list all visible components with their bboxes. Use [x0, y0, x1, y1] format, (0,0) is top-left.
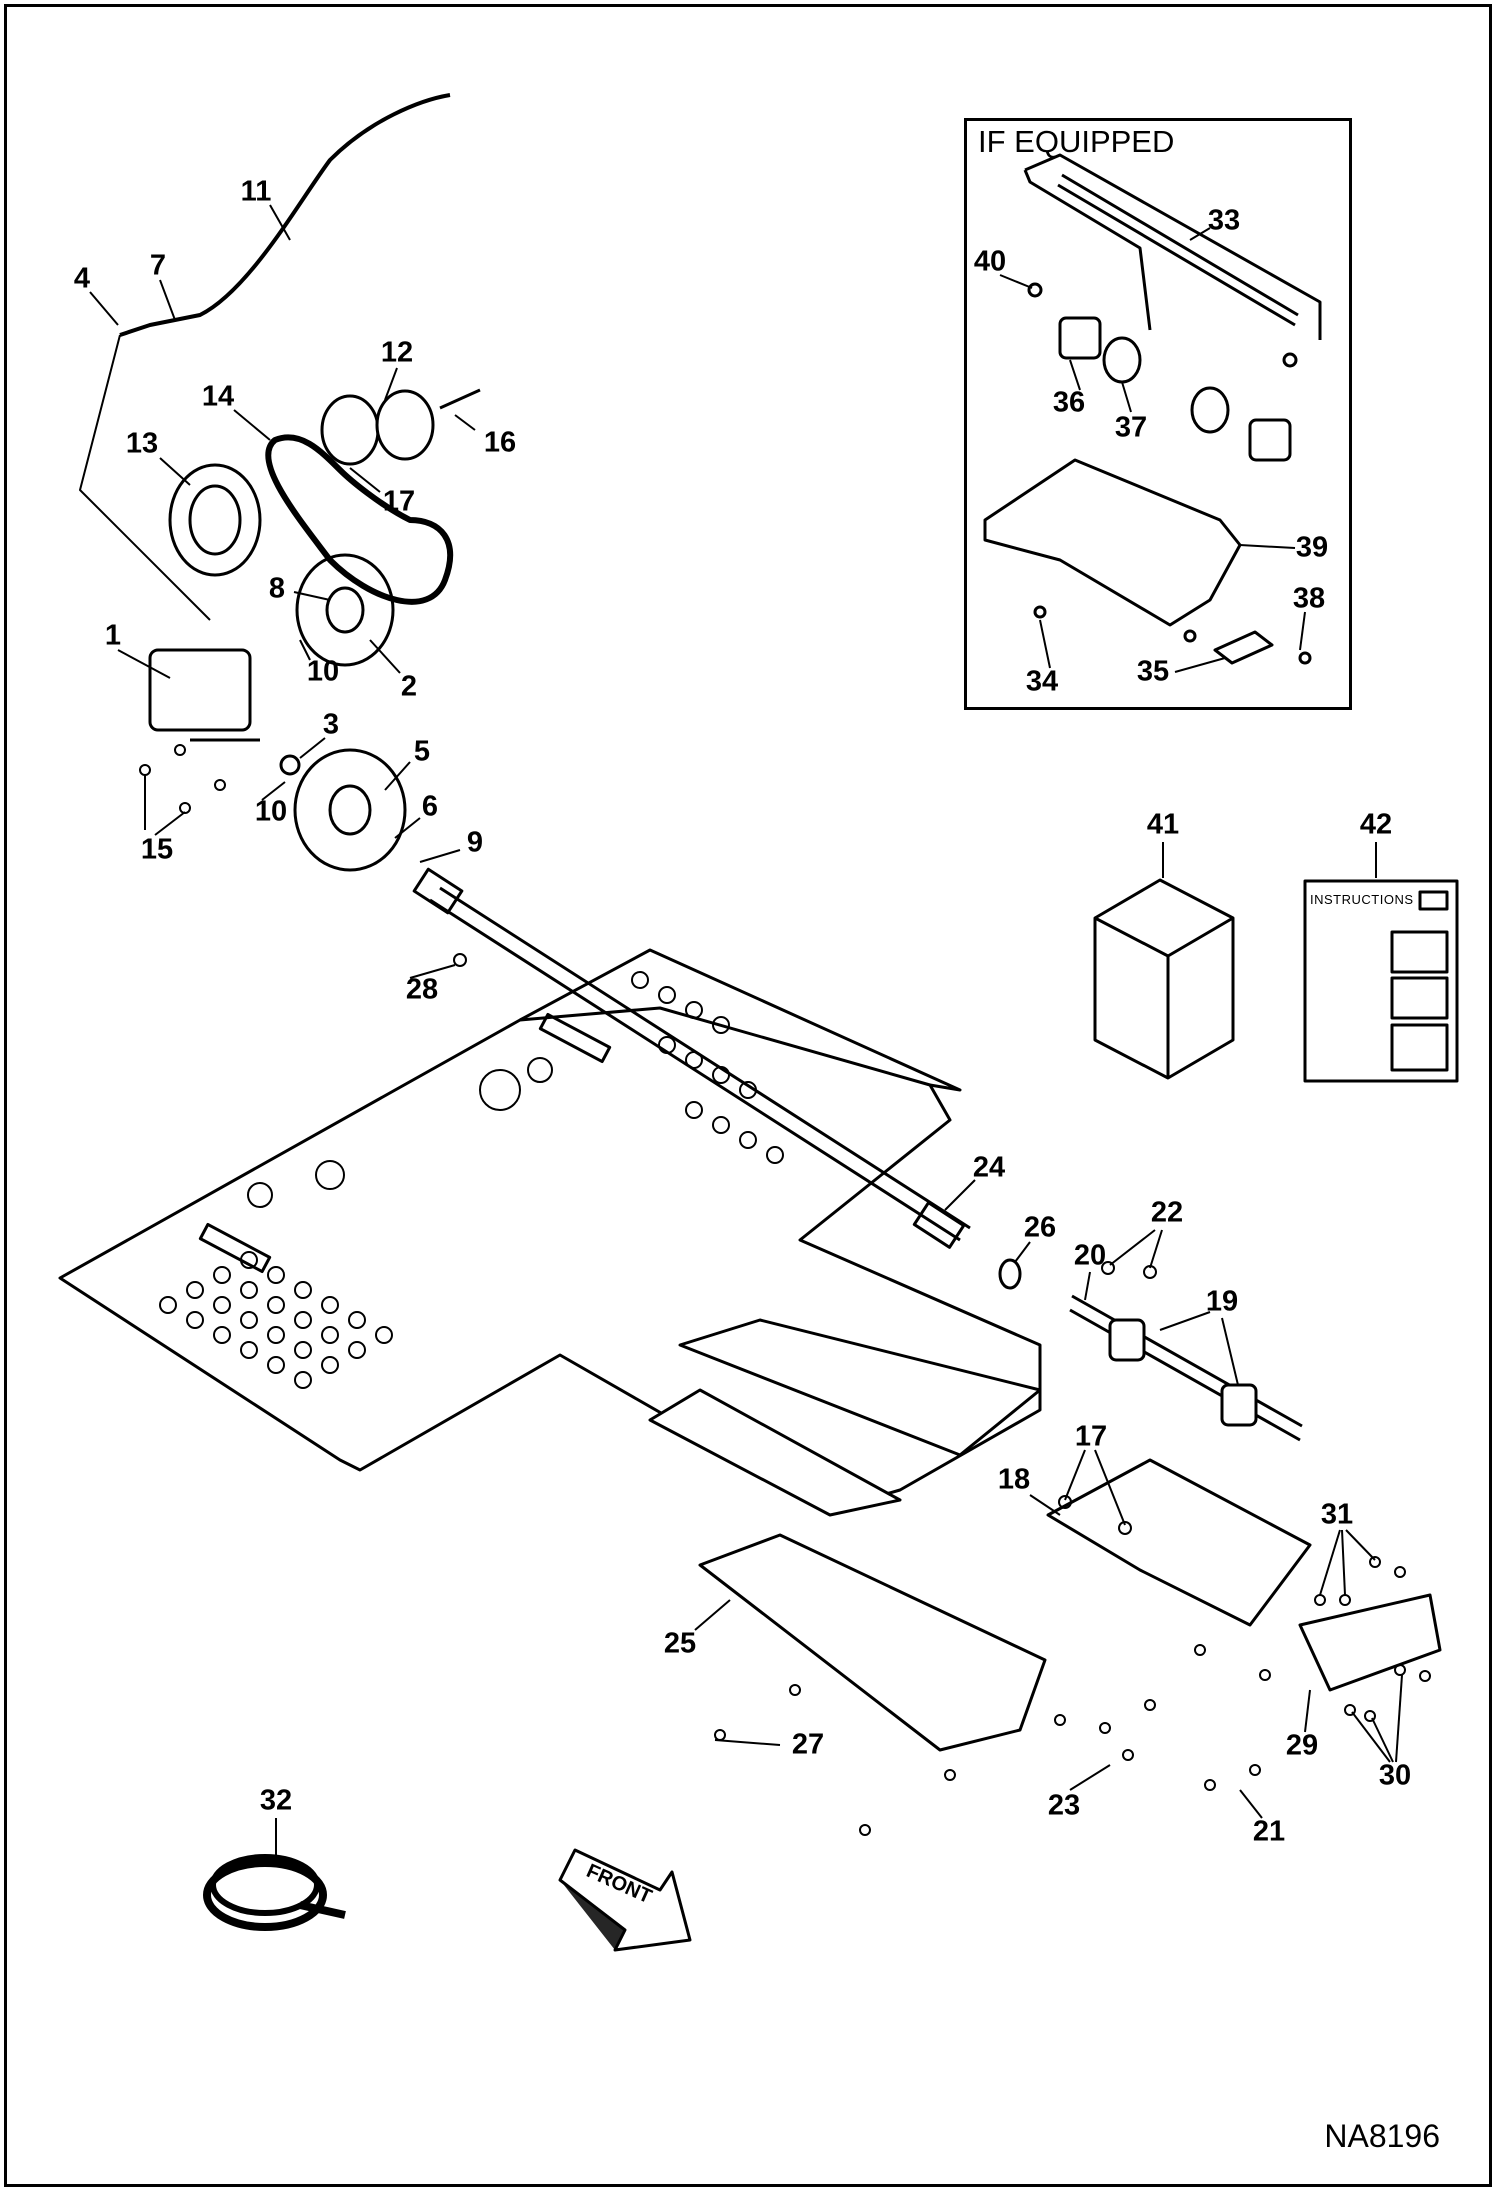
callout-c40: 40 [973, 245, 1007, 278]
optional-bearing [1058, 316, 1102, 360]
callout-c14: 14 [201, 380, 235, 413]
callout-c17b: 17 [1074, 1420, 1108, 1453]
callout-c37: 37 [1114, 411, 1148, 444]
floor-plate-raised-section [519, 948, 962, 1092]
rear-shaft [1069, 1294, 1303, 1442]
floor-cover [648, 1388, 902, 1517]
center-guard [698, 1533, 1047, 1752]
callout-c28: 28 [405, 973, 439, 1006]
callout-c27: 27 [791, 1728, 825, 1761]
gearbox [148, 648, 252, 732]
floor-plate [58, 1006, 1042, 1512]
callout-c36: 36 [1052, 386, 1086, 419]
callout-c42: 42 [1359, 808, 1393, 841]
rear-bracket [1298, 1593, 1442, 1692]
u-joint-front [412, 867, 464, 915]
callout-c6: 6 [421, 790, 439, 823]
hose-coil [203, 1859, 327, 1931]
callout-c21: 21 [1252, 1815, 1286, 1848]
callout-c12: 12 [380, 336, 414, 369]
callout-c26: 26 [1023, 1211, 1057, 1244]
callout-c38: 38 [1292, 582, 1326, 615]
callout-c4: 4 [73, 262, 91, 295]
instruction-manual [1303, 879, 1459, 1083]
callout-c20: 20 [1073, 1239, 1107, 1272]
callout-c1: 1 [104, 619, 122, 652]
parts-box [1093, 878, 1235, 1080]
callout-c17a: 17 [382, 485, 416, 518]
control-cable [119, 93, 451, 337]
drive-shaft [429, 886, 971, 1242]
callout-c23: 23 [1047, 1789, 1081, 1822]
callout-c8: 8 [268, 572, 286, 605]
callout-c35: 35 [1136, 655, 1170, 688]
leader-lines [89, 204, 1403, 1860]
shim-washer [279, 754, 301, 776]
idler-pulley [375, 389, 435, 461]
callout-c19: 19 [1205, 1285, 1239, 1318]
u-joint-rear [912, 1201, 966, 1249]
callout-c24: 24 [972, 1151, 1006, 1184]
idler-pulley [320, 394, 380, 466]
callout-c3: 3 [322, 708, 340, 741]
drive-belt [265, 434, 453, 605]
callout-c33: 33 [1207, 204, 1241, 237]
callout-c5: 5 [413, 735, 431, 768]
bearing-housing [1108, 1318, 1146, 1362]
optional-bearing-insert [1190, 386, 1230, 434]
callout-c29: 29 [1285, 1729, 1319, 1762]
callout-c31: 31 [1320, 1498, 1354, 1531]
hardware-bolts [139, 744, 1431, 1836]
inset-title: IF EQUIPPED [978, 124, 1175, 159]
callout-c9: 9 [466, 826, 484, 859]
optional-bearing [1248, 418, 1292, 462]
drawing-code: NA8196 [1324, 2118, 1440, 2154]
callout-c2: 2 [400, 670, 418, 703]
callout-c34: 34 [1025, 665, 1059, 698]
callout-c32: 32 [259, 1784, 293, 1817]
callout-c30: 30 [1378, 1759, 1412, 1792]
callout-c7: 7 [149, 249, 167, 282]
idler-bolt [439, 388, 481, 410]
optional-plate [1213, 630, 1274, 665]
callout-c10a: 10 [306, 655, 340, 688]
callout-c11: 11 [240, 175, 272, 208]
shaft-guard [1046, 1458, 1312, 1627]
optional-guard [983, 458, 1242, 627]
floor-seal-panel [678, 1318, 1042, 1457]
callout-c15: 15 [140, 833, 174, 866]
callout-c25: 25 [663, 1627, 697, 1660]
floor-slot [198, 1223, 272, 1273]
optional-shaft [1057, 173, 1299, 327]
drive-pulley [295, 553, 395, 667]
floor-slot [538, 1013, 612, 1063]
snap-ring [998, 1258, 1022, 1290]
diagram-border [4, 4, 1492, 2187]
callout-c39: 39 [1295, 531, 1329, 564]
instructions-label: INSTRUCTIONS [1310, 892, 1414, 907]
callout-c10b: 10 [254, 795, 288, 828]
bearing-housing [1220, 1383, 1258, 1427]
callout-c22: 22 [1150, 1196, 1184, 1229]
optional-bearing-insert [1102, 336, 1142, 384]
callout-c13: 13 [125, 427, 159, 460]
mounting-flange [168, 463, 262, 577]
callout-c16: 16 [483, 426, 517, 459]
callout-c18: 18 [997, 1463, 1031, 1496]
clutch-assembly [293, 748, 407, 872]
callout-c41: 41 [1146, 808, 1180, 841]
